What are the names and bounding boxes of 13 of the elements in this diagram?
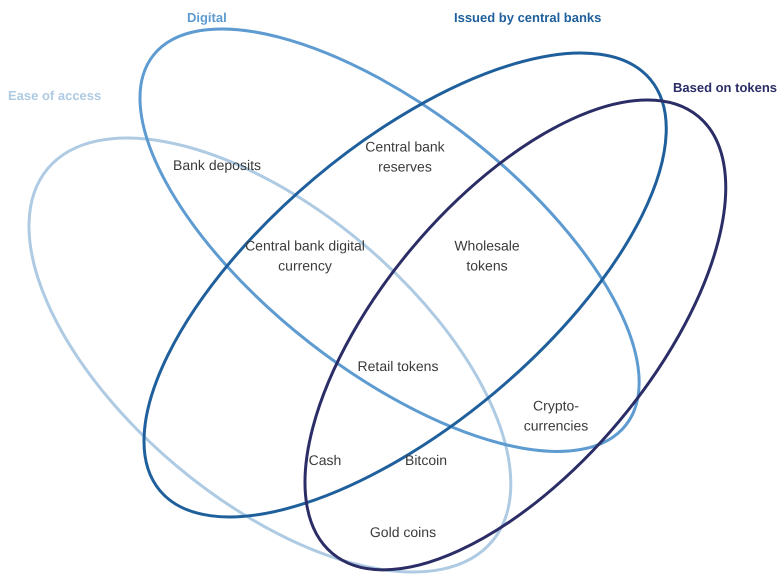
- region-label: Central bank reserves: [364, 138, 446, 177]
- set-title: Based on tokens: [672, 80, 778, 95]
- region-label: Cash: [308, 450, 342, 470]
- region-label: Bitcoin: [404, 450, 448, 470]
- region-label: Bank deposits: [172, 156, 262, 175]
- set-title: Issued by central banks: [454, 10, 602, 25]
- region-label: Central bank digital currency: [244, 236, 366, 276]
- region-label: Crypto-currencies: [522, 396, 590, 436]
- set-title: Digital: [186, 10, 227, 25]
- region-label: Gold coins: [368, 522, 438, 542]
- set-title: Ease of access: [8, 88, 102, 103]
- region-label: Wholesale tokens: [453, 236, 521, 276]
- region-label: Retail tokens: [356, 356, 440, 376]
